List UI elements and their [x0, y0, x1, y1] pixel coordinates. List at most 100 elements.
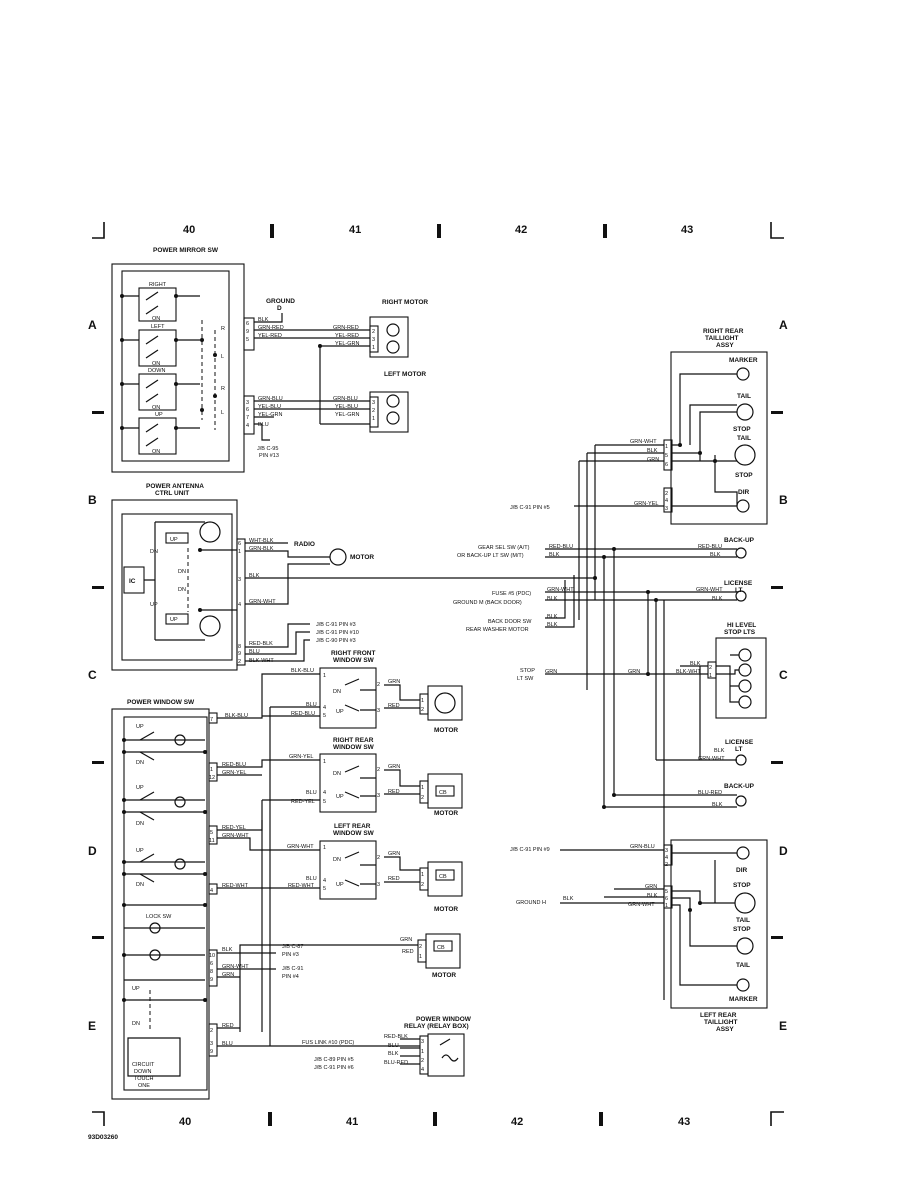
svg-text:UP: UP — [170, 537, 178, 543]
svg-text:YEL-RED: YEL-RED — [335, 333, 359, 339]
svg-text:UP: UP — [136, 785, 144, 791]
svg-text:CTRL UNIT: CTRL UNIT — [155, 490, 189, 497]
svg-text:7: 7 — [210, 717, 213, 723]
svg-text:TAIL: TAIL — [737, 393, 751, 400]
svg-text:8: 8 — [210, 969, 213, 975]
svg-text:WINDOW SW: WINDOW SW — [333, 657, 375, 664]
svg-text:FUSE #5 (PDC): FUSE #5 (PDC) — [492, 591, 531, 597]
svg-text:BLK-WHT: BLK-WHT — [676, 669, 701, 675]
svg-text:YEL-GRN: YEL-GRN — [335, 412, 359, 418]
svg-text:LT: LT — [735, 746, 742, 753]
row-label-e-right: E — [779, 1019, 787, 1033]
svg-text:TAIL: TAIL — [737, 435, 751, 442]
svg-text:BLU: BLU — [306, 790, 317, 796]
svg-text:CB: CB — [437, 945, 445, 951]
svg-text:GRN: GRN — [400, 937, 412, 943]
svg-text:DIR: DIR — [736, 867, 748, 874]
svg-text:J/B C-91 PIN #10: J/B C-91 PIN #10 — [316, 630, 359, 636]
svg-text:CB: CB — [439, 790, 447, 796]
svg-text:J/B C-91 PIN #3: J/B C-91 PIN #3 — [316, 622, 356, 628]
svg-text:1: 1 — [238, 549, 241, 555]
svg-text:LICENSE: LICENSE — [724, 580, 753, 587]
svg-text:BLU-RED: BLU-RED — [384, 1060, 408, 1066]
svg-text:1: 1 — [421, 785, 424, 791]
svg-text:4: 4 — [665, 498, 668, 504]
svg-text:6: 6 — [665, 462, 668, 468]
svg-text:RED-BLU: RED-BLU — [291, 711, 315, 717]
svg-text:12: 12 — [209, 775, 215, 781]
svg-text:LOCK SW: LOCK SW — [146, 914, 172, 920]
svg-text:3: 3 — [210, 1041, 213, 1047]
svg-text:1: 1 — [323, 845, 326, 851]
svg-text:UP: UP — [170, 617, 178, 623]
svg-text:RED-WHT: RED-WHT — [222, 883, 249, 889]
svg-text:DN: DN — [136, 882, 144, 888]
left-rear-taillight-assy: 3 4 2 5 6 1 DIR STOP TAIL STOP TAIL MARK… — [663, 839, 768, 1033]
svg-text:STOP: STOP — [735, 472, 753, 479]
svg-text:BLK: BLK — [690, 661, 701, 667]
svg-text:GRN-YEL: GRN-YEL — [222, 770, 246, 776]
svg-text:5: 5 — [665, 453, 668, 459]
svg-text:POWER WINDOW SW: POWER WINDOW SW — [127, 699, 195, 706]
svg-text:BLK-BLU: BLK-BLU — [291, 668, 314, 674]
svg-text:D: D — [277, 305, 282, 312]
svg-text:WINDOW SW: WINDOW SW — [333, 744, 375, 751]
svg-text:WINDOW SW: WINDOW SW — [333, 830, 375, 837]
row-label-a-right: A — [779, 318, 788, 332]
row-label-c: C — [88, 668, 97, 682]
svg-text:DN: DN — [132, 1021, 140, 1027]
left-mirror-motor: LEFT MOTOR 3 2 1 — [369, 371, 426, 433]
svg-text:RIGHT REAR: RIGHT REAR — [703, 328, 744, 335]
svg-text:LEFT MOTOR: LEFT MOTOR — [384, 371, 426, 378]
svg-text:3: 3 — [377, 708, 380, 714]
svg-text:LT: LT — [735, 587, 742, 594]
svg-text:RED: RED — [402, 949, 414, 955]
svg-text:J/B C-90 PIN #3: J/B C-90 PIN #3 — [316, 638, 356, 644]
svg-text:YEL-RED: YEL-RED — [258, 333, 282, 339]
svg-text:BACK-UP: BACK-UP — [724, 783, 755, 790]
svg-text:9: 9 — [210, 977, 213, 983]
svg-text:UP: UP — [336, 794, 344, 800]
svg-text:TAIL: TAIL — [736, 917, 750, 924]
svg-text:5: 5 — [323, 799, 326, 805]
svg-text:GRN-YEL: GRN-YEL — [634, 501, 658, 507]
svg-text:MOTOR: MOTOR — [434, 810, 458, 817]
svg-text:RED: RED — [388, 789, 400, 795]
svg-text:RED-WHT: RED-WHT — [288, 883, 315, 889]
svg-text:L: L — [221, 354, 224, 360]
svg-text:BLK: BLK — [547, 622, 558, 628]
svg-text:GRN-WHT: GRN-WHT — [287, 844, 314, 850]
mirror-wiring: GROUND D BLK GRN-RED YEL-RED GRN-RED YEL… — [254, 298, 370, 459]
right-rear-taillight-assy: RIGHT REAR TAILLIGHT ASSY 1 5 6 2 4 3 MA… — [663, 328, 768, 525]
row-label-c-right: C — [779, 668, 788, 682]
svg-text:ON: ON — [152, 405, 160, 411]
svg-text:MARKER: MARKER — [729, 357, 758, 364]
svg-text:MOTOR: MOTOR — [434, 906, 458, 913]
svg-text:DN: DN — [333, 771, 341, 777]
col-label-40-bottom: 40 — [179, 1116, 191, 1128]
svg-text:J/B C-91: J/B C-91 — [282, 966, 303, 972]
svg-text:ASSY: ASSY — [716, 1026, 734, 1033]
svg-text:UP: UP — [336, 709, 344, 715]
svg-text:LEFT REAR: LEFT REAR — [700, 1012, 737, 1019]
svg-text:POWER ANTENNA: POWER ANTENNA — [146, 483, 204, 490]
svg-text:2: 2 — [238, 659, 241, 665]
svg-text:6: 6 — [246, 321, 249, 327]
svg-text:YEL-GRN: YEL-GRN — [258, 412, 282, 418]
svg-text:RADIO: RADIO — [294, 541, 315, 548]
svg-text:RED-BLU: RED-BLU — [222, 762, 246, 768]
svg-text:3: 3 — [238, 577, 241, 583]
svg-text:ON: ON — [152, 361, 160, 367]
svg-text:BACK-UP: BACK-UP — [724, 537, 755, 544]
svg-text:CB: CB — [439, 874, 447, 880]
svg-text:2: 2 — [665, 491, 668, 497]
svg-text:1: 1 — [419, 954, 422, 960]
svg-text:BLK-WHT: BLK-WHT — [249, 658, 274, 664]
svg-text:BACK DOOR SW: BACK DOOR SW — [488, 619, 532, 625]
svg-text:GRN: GRN — [388, 679, 400, 685]
svg-text:2: 2 — [210, 1028, 213, 1034]
svg-text:OR BACK-UP LT SW (M/T): OR BACK-UP LT SW (M/T) — [457, 553, 524, 559]
svg-text:BLK: BLK — [549, 552, 560, 558]
svg-text:3: 3 — [246, 400, 249, 406]
